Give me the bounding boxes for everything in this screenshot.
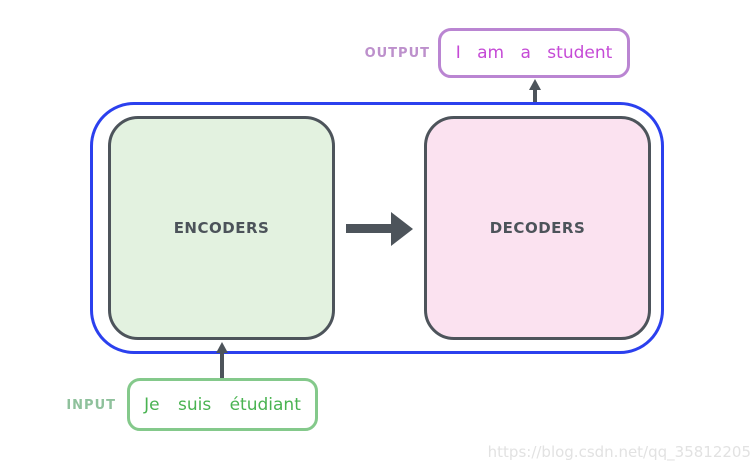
output-label: OUTPUT [364,46,430,61]
decoders-label: DECODERS [489,219,586,237]
arrow-head [391,212,413,246]
encoders-label: ENCODERS [173,219,270,237]
arrow-head [216,342,228,353]
output-phrase-box: I am a student [438,28,630,78]
input-phrase-text: Je suis étudiant [144,394,301,415]
encoders-box: ENCODERS [108,116,335,340]
arrow-shaft [346,224,391,233]
watermark-url: https://blog.csdn.net/qq_35812205 [487,443,751,461]
arrow-shaft [220,352,224,378]
input-phrase-box: Je suis étudiant [127,378,318,431]
arrow-head [529,79,541,90]
decoders-box: DECODERS [424,116,651,340]
input-label: INPUT [66,398,116,413]
output-phrase-text: I am a student [455,43,613,63]
